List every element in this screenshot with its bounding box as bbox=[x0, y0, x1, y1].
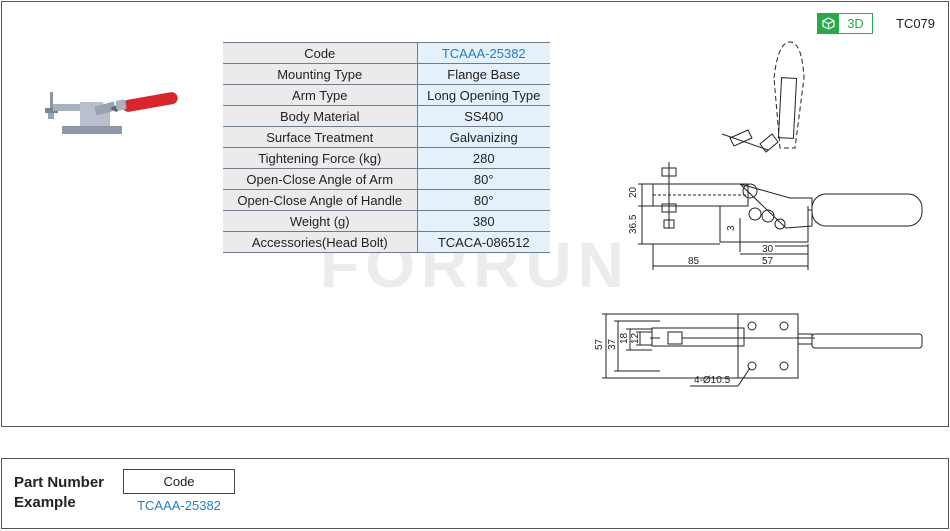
spec-label: Body Material bbox=[223, 105, 418, 127]
table-row: Open-Close Angle of Handle 80° bbox=[223, 189, 550, 211]
spec-value: 80° bbox=[417, 168, 550, 190]
part-number-panel bbox=[1, 458, 949, 529]
spec-label: Accessories(Head Bolt) bbox=[223, 231, 418, 253]
handle-side bbox=[811, 193, 923, 227]
3d-view-button[interactable]: 3D bbox=[817, 13, 873, 34]
hole-spec-label: 4-Ø10.5 bbox=[694, 375, 731, 386]
spec-value: 280 bbox=[417, 147, 550, 169]
spec-label: Open-Close Angle of Arm bbox=[223, 168, 418, 190]
spec-panel bbox=[1, 1, 949, 427]
series-code: TC079 bbox=[896, 16, 936, 31]
spec-value: 80° bbox=[417, 189, 550, 211]
dimension-label: 57 bbox=[762, 256, 774, 267]
table-row: Weight (g) 380 bbox=[223, 210, 550, 232]
spec-label: Surface Treatment bbox=[223, 126, 418, 148]
spec-label: Arm Type bbox=[223, 84, 418, 106]
spec-value: SS400 bbox=[417, 105, 550, 127]
technical-drawing: 20 36.5 3 30 85 57 57 37 18 12 4-Ø10.5 bbox=[594, 41, 923, 387]
dimension-label: 37 bbox=[607, 338, 618, 350]
dimension-label: 85 bbox=[688, 256, 700, 267]
table-row: Code TCAAA-25382 bbox=[223, 42, 550, 64]
code-column-header: Code bbox=[123, 469, 235, 494]
table-row: Arm Type Long Opening Type bbox=[223, 84, 550, 106]
toggle-clamp-product-image bbox=[45, 92, 178, 134]
table-row: Accessories(Head Bolt) TCACA-086512 bbox=[223, 231, 550, 253]
table-row: Open-Close Angle of Arm 80° bbox=[223, 168, 550, 190]
part-number-label: Part Number Example bbox=[14, 473, 124, 513]
open-arm-outline bbox=[773, 41, 805, 149]
table-row: Tightening Force (kg) 280 bbox=[223, 147, 550, 169]
spec-value: Long Opening Type bbox=[417, 84, 550, 106]
part-number-label-line1: Part Number bbox=[14, 474, 105, 491]
spec-label: Mounting Type bbox=[223, 63, 418, 85]
part-number-label-line2: Example bbox=[14, 494, 76, 511]
base-plate-plan bbox=[737, 313, 799, 379]
spec-value: Flange Base bbox=[417, 63, 550, 85]
example-code-link[interactable]: TCAAA-25382 bbox=[137, 498, 221, 513]
dimension-label: 57 bbox=[594, 338, 605, 350]
3d-label: 3D bbox=[847, 16, 864, 31]
spec-label: Open-Close Angle of Handle bbox=[223, 189, 418, 211]
handle-plan bbox=[811, 333, 923, 349]
table-row: Mounting Type Flange Base bbox=[223, 63, 550, 85]
spec-label: Tightening Force (kg) bbox=[223, 147, 418, 169]
spec-label: Weight (g) bbox=[223, 210, 418, 232]
dimension-label: 30 bbox=[762, 244, 774, 255]
dimension-label: 18 bbox=[619, 332, 630, 344]
spec-value: 380 bbox=[417, 210, 550, 232]
spec-label: Code bbox=[223, 42, 418, 64]
code-link[interactable]: TCAAA-25382 bbox=[417, 42, 550, 64]
dimension-label: 12 bbox=[630, 332, 641, 344]
dimension-label: 3 bbox=[726, 225, 737, 231]
table-row: Surface Treatment Galvanizing bbox=[223, 126, 550, 148]
table-row: Body Material SS400 bbox=[223, 105, 550, 127]
spec-table: Code TCAAA-25382 Mounting Type Flange Ba… bbox=[223, 42, 550, 253]
cube-icon bbox=[818, 14, 839, 33]
spec-value: Galvanizing bbox=[417, 126, 550, 148]
spec-value: TCACA-086512 bbox=[417, 231, 550, 253]
dimension-label: 36.5 bbox=[628, 214, 639, 234]
dimension-label: 20 bbox=[628, 186, 639, 198]
